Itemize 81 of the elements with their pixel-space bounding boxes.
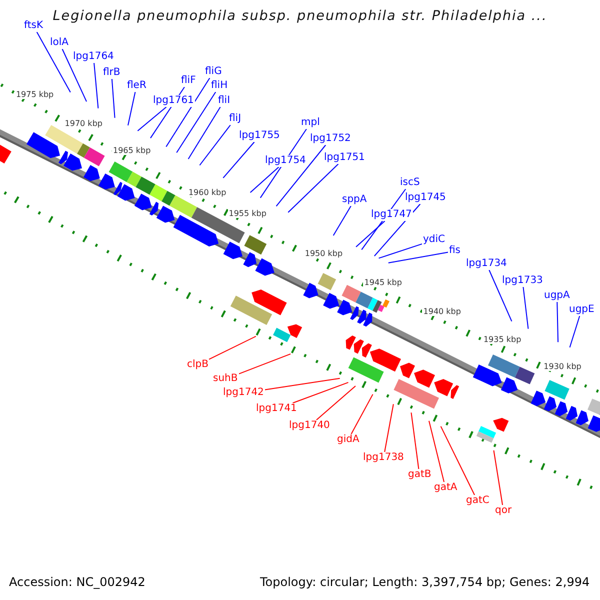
leader-line <box>522 286 529 330</box>
leader-line <box>188 106 221 160</box>
gene-label: lpg1754 <box>264 155 307 167</box>
gene-label: lpg1751 <box>323 152 366 164</box>
leader-line <box>62 48 88 102</box>
map-title: Legionella pneumophila subsp. pneumophila str. Philadelphia ... <box>52 8 548 24</box>
gene-label: gatA <box>433 482 458 494</box>
leader-line <box>356 220 386 248</box>
gene-label: lpg1738 <box>362 452 405 464</box>
gene-label: fleR <box>126 80 148 92</box>
leader-line <box>332 206 352 236</box>
leader-line <box>440 426 476 496</box>
gene-label: iscS <box>399 177 421 189</box>
gene-label: fliJ <box>228 113 242 125</box>
position-label: 1955 kbp <box>228 209 268 218</box>
leader-line <box>488 270 512 322</box>
position-label: 1960 kbp <box>187 188 228 197</box>
gene-label: gatB <box>407 469 432 481</box>
leader-line <box>374 204 421 257</box>
gene-label: lpg1734 <box>465 258 508 270</box>
leader-line <box>264 378 340 390</box>
gene-label: lpg1742 <box>222 387 265 399</box>
gene-label: ftsK <box>23 20 44 32</box>
gene-label: qor <box>494 505 513 517</box>
leader-line <box>410 412 420 470</box>
leader-line <box>388 252 448 264</box>
leader-line <box>199 124 231 166</box>
gene-label: lpg1741 <box>255 403 298 415</box>
position-label: 1975 kbp <box>14 90 55 99</box>
gene-label: lpg1761 <box>152 95 195 107</box>
position-label: 1950 kbp <box>304 248 344 258</box>
leader-line <box>316 385 356 420</box>
leader-line <box>176 92 216 154</box>
gene-label: lpg1755 <box>238 130 281 142</box>
position-label: 1965 kbp <box>112 146 152 156</box>
leader-line <box>36 32 71 93</box>
gene-label: ugpA <box>543 290 571 302</box>
gene-label: lpg1745 <box>404 192 447 204</box>
leader-line <box>292 382 349 404</box>
leader-line <box>384 404 394 452</box>
position-label: 1945 kbp <box>363 278 403 288</box>
position-label: 1970 kbp <box>64 118 104 128</box>
gene-label: lpg1764 <box>72 51 115 63</box>
leader-line <box>350 394 374 434</box>
leader-line <box>276 144 326 207</box>
position-label: 1935 kbp <box>482 334 522 344</box>
leader-line <box>288 164 339 213</box>
leader-line <box>208 336 256 360</box>
position-label: 1930 kbp <box>542 362 582 371</box>
gene-label: gidA <box>336 434 360 446</box>
gene-label: clpB <box>186 359 210 371</box>
position-label: 1940 kbp <box>422 306 462 316</box>
gene-label: lpg1733 <box>501 275 544 287</box>
gene-label: ydiC <box>422 234 446 246</box>
leader-line <box>222 142 255 178</box>
leader-line <box>428 420 445 482</box>
leader-line <box>250 166 280 193</box>
leader-line <box>111 78 116 118</box>
summary-text: Topology: circular; Length: 3,397,754 bp; Genes: 2,994 <box>260 575 590 589</box>
gene-label: mpl <box>300 117 321 129</box>
gene-label: lolA <box>49 37 70 49</box>
leader-line <box>166 78 210 148</box>
gene-label: lpg1752 <box>309 133 352 145</box>
leader-line <box>493 450 504 506</box>
leader-line <box>94 62 99 109</box>
gene-label: lpg1747 <box>370 209 413 221</box>
leader-line <box>378 243 422 259</box>
gene-label: lpg1740 <box>288 420 331 432</box>
gene-label: fliI <box>217 95 232 107</box>
leader-line <box>137 106 167 132</box>
leader-line <box>569 316 580 348</box>
gene-label: ugpE <box>568 304 596 316</box>
gene-label: fliG <box>204 66 223 78</box>
accession-text: Accession: NC_002942 <box>9 575 146 589</box>
leader-line <box>556 302 559 343</box>
leader-line <box>128 92 136 126</box>
gene-label: gatC <box>465 495 490 507</box>
gene-label: fliF <box>180 75 197 87</box>
leader-line <box>238 353 292 374</box>
gene-label: sppA <box>341 194 368 206</box>
gene-label: fliH <box>210 80 229 92</box>
